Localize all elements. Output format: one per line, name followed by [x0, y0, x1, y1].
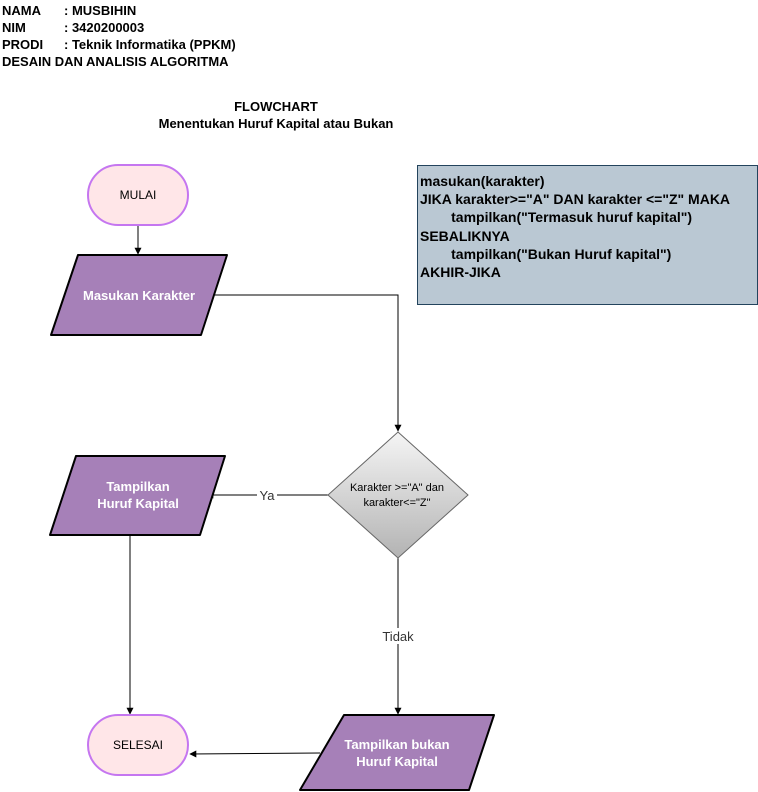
- student-info: NAMA : MUSBIHIN NIM : 3420200003 PRODI : Te…: [2, 2, 236, 70]
- info-key: PRODI: [2, 37, 44, 52]
- end-label: SELESAI: [113, 738, 163, 752]
- edge-input-to-decision: [210, 294, 402, 432]
- pseudocode-line: JIKA karakter>="A" DAN karakter <="Z" MA…: [420, 191, 731, 208]
- info-value: : MUSBIHIN: [64, 3, 137, 18]
- info-row-nama: NAMA : MUSBIHIN: [2, 2, 236, 19]
- decision-label-line1: Karakter >="A" dan: [350, 482, 444, 494]
- pseudocode-line: SEBALIKNYA: [420, 227, 510, 244]
- info-key: NIM: [2, 20, 26, 35]
- decision-node: Karakter >="A" dan karakter<="Z": [327, 431, 469, 559]
- pseudocode-line: tampilkan("Termasuk huruf kapital"): [420, 209, 693, 226]
- title-line-1: FLOWCHART: [234, 99, 318, 114]
- output-no-line1: Tampilkan bukan: [344, 737, 449, 752]
- output-yes-line1: Tampilkan: [106, 479, 169, 494]
- title-line-2: Menentukan Huruf Kapital atau Bukan: [158, 116, 394, 131]
- info-value: : 3420200003: [64, 20, 145, 35]
- pseudocode-line: tampilkan("Bukan Huruf kapital"): [420, 245, 672, 262]
- end-node: SELESAI: [87, 714, 189, 776]
- decision-label-line2: karakter<="Z": [363, 497, 430, 509]
- start-label: MULAI: [120, 188, 157, 202]
- edge-label-yes: Ya: [260, 488, 276, 503]
- info-row-prodi: PRODI : Teknik Informatika (PPKM): [2, 36, 236, 53]
- edge-label-no: Tidak: [382, 629, 414, 644]
- info-key: NAMA: [2, 3, 41, 18]
- output-yes-line2: Huruf Kapital: [97, 496, 179, 511]
- input-label: Masukan Karakter: [83, 288, 195, 303]
- info-value: : Teknik Informatika (PPKM): [64, 37, 236, 52]
- info-row-nim: NIM : 3420200003: [2, 19, 236, 36]
- pseudocode-line: AKHIR-JIKA: [420, 264, 501, 281]
- output-yes-node: Tampilkan Huruf Kapital: [49, 455, 226, 536]
- edge-no-output-to-end: [189, 750, 321, 758]
- output-no-node: Tampilkan bukan Huruf Kapital: [299, 714, 495, 791]
- input-node: Masukan Karakter: [50, 254, 228, 336]
- start-node: MULAI: [87, 164, 189, 226]
- output-no-line2: Huruf Kapital: [356, 754, 438, 769]
- flowchart-title: FLOWCHART Menentukan Huruf Kapital atau …: [0, 98, 552, 132]
- pseudocode-line: masukan(karakter): [420, 173, 545, 189]
- course-name: DESAIN DAN ANALISIS ALGORITMA: [2, 54, 229, 69]
